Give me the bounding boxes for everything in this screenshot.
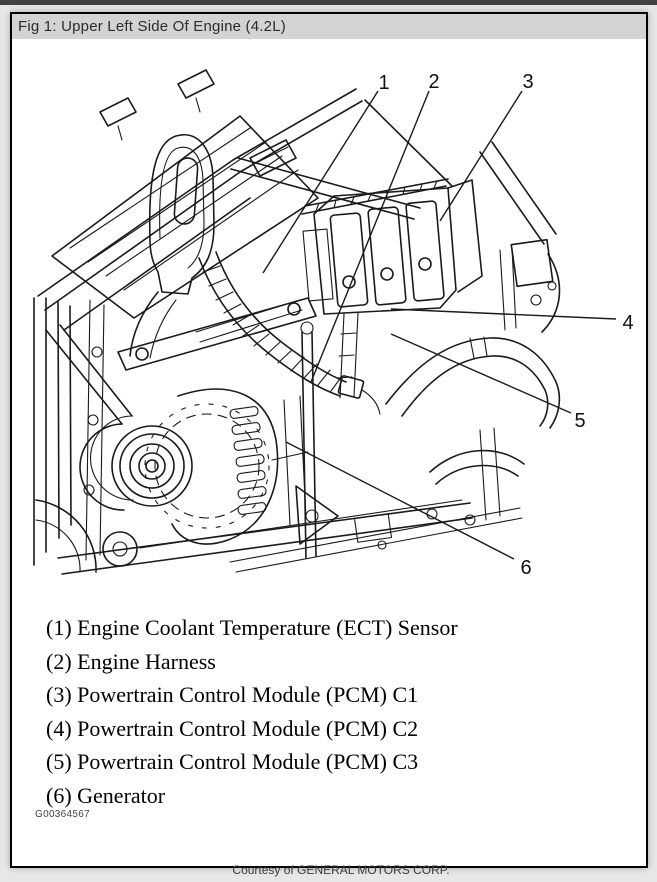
- legend-item-5: (5) Powertrain Control Module (PCM) C3: [46, 749, 419, 774]
- legend-item-3: (3) Powertrain Control Module (PCM) C1: [46, 682, 419, 707]
- figure-legend: (1) Engine Coolant Temperature (ECT) Sen…: [46, 611, 458, 812]
- figure-title-bar: Fig 1: Upper Left Side Of Engine (4.2L): [12, 14, 646, 39]
- figure-title: Fig 1: Upper Left Side Of Engine (4.2L): [18, 18, 286, 35]
- figure-id: G00364567: [35, 809, 90, 820]
- figure-panel: Fig 1: Upper Left Side Of Engine (4.2L) …: [10, 12, 648, 877]
- courtesy-note: Courtesy of GENERAL MOTORS CORP.: [232, 863, 450, 877]
- legend-item-6: (6) Generator: [46, 782, 166, 808]
- window-top-edge: [0, 0, 657, 5]
- legend-item-2: (2) Engine Harness: [46, 648, 216, 674]
- legend-item-1: (1) Engine Coolant Temperature (ECT) Sen…: [46, 615, 458, 640]
- legend-item-4: (4) Powertrain Control Module (PCM) C2: [46, 715, 419, 741]
